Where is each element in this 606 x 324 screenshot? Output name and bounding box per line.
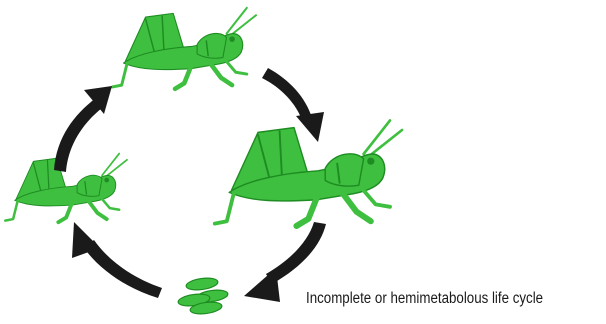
grasshopper-adult-right [215,120,402,226]
egg [185,276,218,291]
arrow-top-left [54,86,112,172]
diagram-caption: Incomplete or hemimetabolous life cycle [306,290,543,308]
egg-cluster [177,276,228,315]
grasshopper-adult-top [112,8,256,89]
arrow-bottom-left [72,222,162,298]
